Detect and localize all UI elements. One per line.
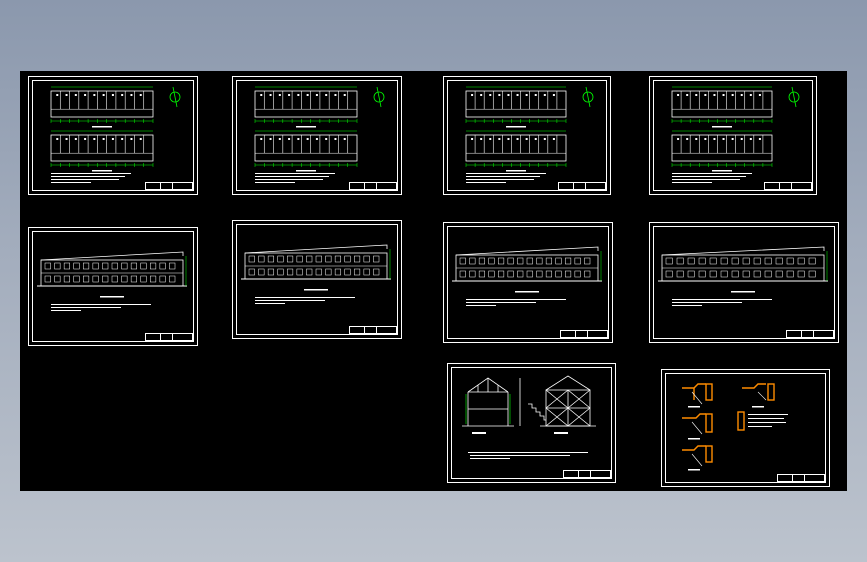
floor-plan-drawing bbox=[254, 86, 385, 183]
floor-plan-drawing bbox=[465, 86, 594, 183]
title-block bbox=[777, 474, 825, 482]
title-block bbox=[558, 182, 606, 190]
section-drawing bbox=[462, 375, 596, 459]
sheet-elevation-2[interactable] bbox=[232, 220, 402, 339]
sheet-elevation-3[interactable] bbox=[443, 222, 613, 343]
title-block bbox=[349, 326, 397, 334]
details-drawing bbox=[682, 383, 788, 471]
sheet-elevation-1[interactable] bbox=[28, 227, 198, 346]
sheet-floor-plan-2[interactable] bbox=[232, 76, 402, 195]
sheet-border bbox=[447, 226, 609, 339]
floor-plan-drawing bbox=[671, 86, 800, 183]
sheet-border bbox=[665, 373, 826, 483]
elevation-drawing bbox=[241, 244, 391, 304]
sheet-border bbox=[236, 80, 398, 191]
floor-plan-drawing bbox=[50, 86, 181, 183]
sheet-border bbox=[236, 224, 398, 335]
title-block bbox=[349, 182, 397, 190]
elevation-drawing bbox=[452, 246, 602, 306]
sheet-border bbox=[32, 80, 194, 191]
sheet-elevation-4[interactable] bbox=[649, 222, 839, 343]
title-block bbox=[764, 182, 812, 190]
title-block bbox=[786, 330, 834, 338]
title-block bbox=[560, 330, 608, 338]
elevation-drawing bbox=[37, 251, 187, 311]
sheet-details[interactable] bbox=[661, 369, 830, 487]
sheet-border bbox=[653, 226, 835, 339]
sheet-floor-plan-4[interactable] bbox=[649, 76, 817, 195]
sheet-border bbox=[447, 80, 607, 191]
title-block bbox=[145, 333, 193, 341]
title-block bbox=[145, 182, 193, 190]
drawing-canvas[interactable] bbox=[20, 71, 847, 491]
sheet-border bbox=[653, 80, 813, 191]
sheet-border bbox=[32, 231, 194, 342]
sheet-section[interactable] bbox=[447, 363, 616, 483]
elevation-drawing bbox=[658, 246, 828, 306]
sheet-floor-plan-1[interactable] bbox=[28, 76, 198, 195]
sheet-border bbox=[451, 367, 612, 479]
title-block bbox=[563, 470, 611, 478]
sheet-floor-plan-3[interactable] bbox=[443, 76, 611, 195]
